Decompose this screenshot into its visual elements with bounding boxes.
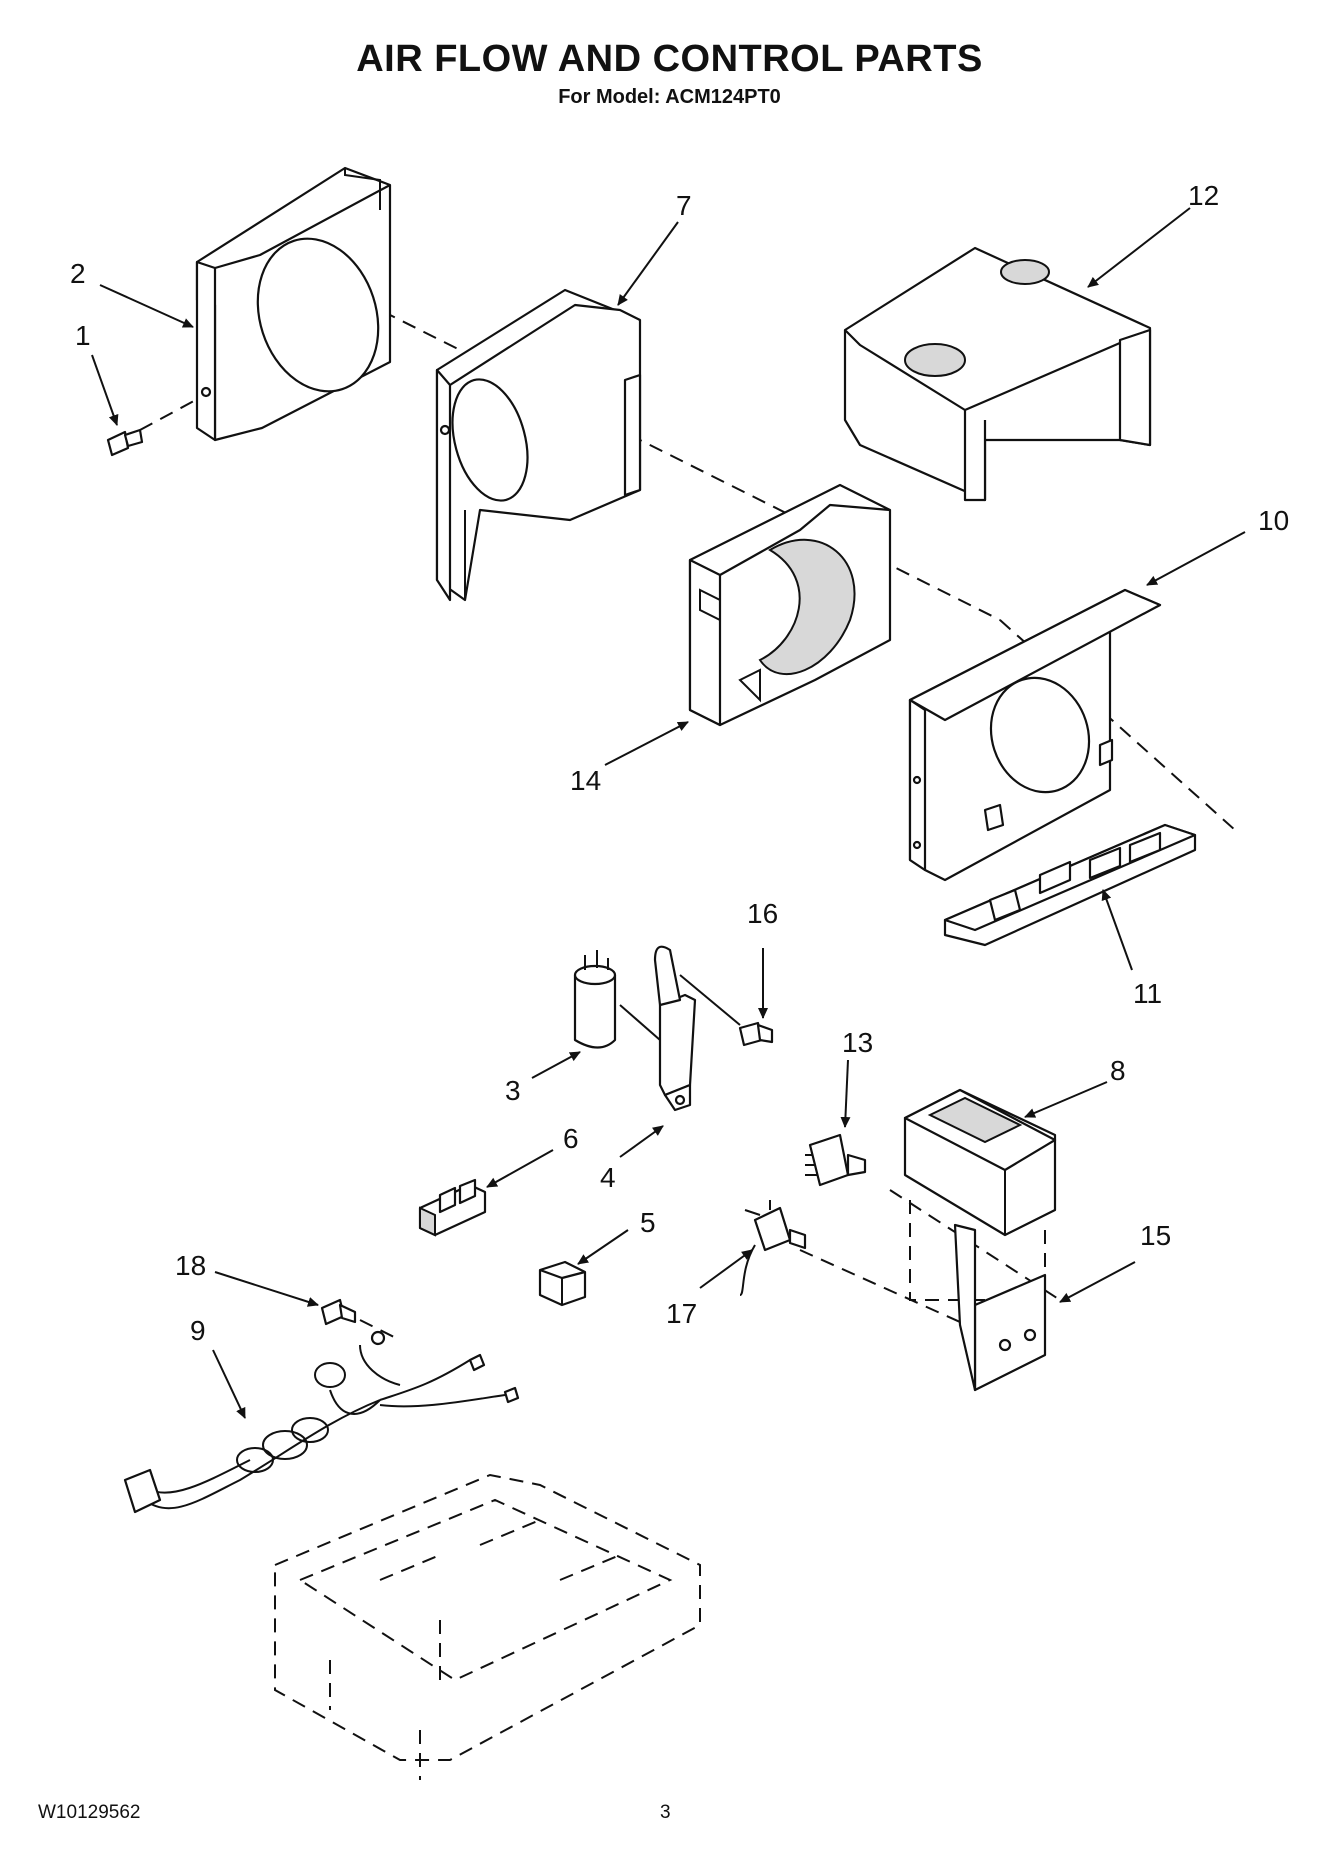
part-18-ground-screw: [320, 1298, 357, 1326]
part-16-screw: [738, 1021, 774, 1047]
part-9-power-cord: [123, 1330, 520, 1514]
leader-1: [91, 354, 119, 426]
callout-1: 1: [75, 320, 91, 351]
part-10-orifice-panel: [908, 588, 1162, 882]
callout-numbers: 2 1 7 12 10 14 11 16 3 4 6 8 13 5 15 17 …: [70, 180, 1289, 1346]
part-12-cover: [843, 246, 1152, 502]
callout-8: 8: [1110, 1055, 1126, 1086]
alignment-line-screw-1: [139, 394, 206, 431]
leader-7: [617, 221, 679, 306]
leader-12: [1087, 207, 1191, 288]
part-3-capacitor: [573, 950, 617, 1049]
leader-4: [619, 1125, 664, 1158]
leader-13: [840, 1059, 851, 1128]
part-6-terminal-block: [418, 1178, 487, 1237]
page-number: 3: [660, 1802, 671, 1823]
document-number: W10129562: [38, 1802, 141, 1823]
part-5-relay: [538, 1260, 587, 1307]
leader-10: [1146, 531, 1246, 586]
model-subtitle: For Model: ACM124PT0: [558, 86, 781, 108]
part-7-shroud: [435, 288, 642, 602]
leader-3: [531, 1051, 581, 1079]
callout-17: 17: [666, 1298, 697, 1329]
leader-18: [214, 1271, 319, 1307]
part-4-bracket: [619, 945, 741, 1112]
callout-18: 18: [175, 1250, 206, 1281]
callout-9: 9: [190, 1315, 206, 1346]
callout-14: 14: [570, 765, 601, 796]
part-15-mounting-bracket: [953, 1223, 1047, 1392]
part-1-screw: [106, 428, 144, 457]
leader-11: [1101, 889, 1133, 971]
callout-7: 7: [676, 190, 692, 221]
leader-6: [486, 1149, 554, 1188]
page-title: AIR FLOW AND CONTROL PARTS: [356, 38, 983, 80]
leader-2: [99, 284, 194, 328]
part-8-control-box: [903, 1088, 1057, 1237]
part-17-thermostat: [739, 1200, 807, 1296]
callout-10: 10: [1258, 505, 1289, 536]
part-14-scroll: [688, 483, 892, 727]
alignment-line-18: [359, 1319, 401, 1341]
callout-5: 5: [640, 1207, 656, 1238]
leader-9: [212, 1349, 246, 1419]
callout-6: 6: [563, 1123, 579, 1154]
callout-15: 15: [1140, 1220, 1171, 1251]
callout-3: 3: [505, 1075, 521, 1106]
alignment-line-17: [799, 1249, 1001, 1341]
callout-11: 11: [1133, 978, 1162, 1009]
callout-2: 2: [70, 258, 86, 289]
phantom-base-pan: [274, 1473, 701, 1780]
part-11-base-bracket: [943, 823, 1197, 947]
callout-16: 16: [747, 898, 778, 929]
leader-8: [1024, 1081, 1108, 1118]
callout-4: 4: [600, 1162, 616, 1193]
callout-leaders: [91, 207, 1246, 1419]
part-2-air-deflector: [195, 166, 392, 442]
leader-15: [1059, 1261, 1136, 1303]
callout-13: 13: [842, 1027, 873, 1058]
callout-12: 12: [1188, 180, 1219, 211]
leader-17: [699, 1249, 753, 1289]
leader-5: [577, 1229, 629, 1265]
leader-14: [604, 721, 689, 766]
part-13-switch: [805, 1133, 867, 1187]
